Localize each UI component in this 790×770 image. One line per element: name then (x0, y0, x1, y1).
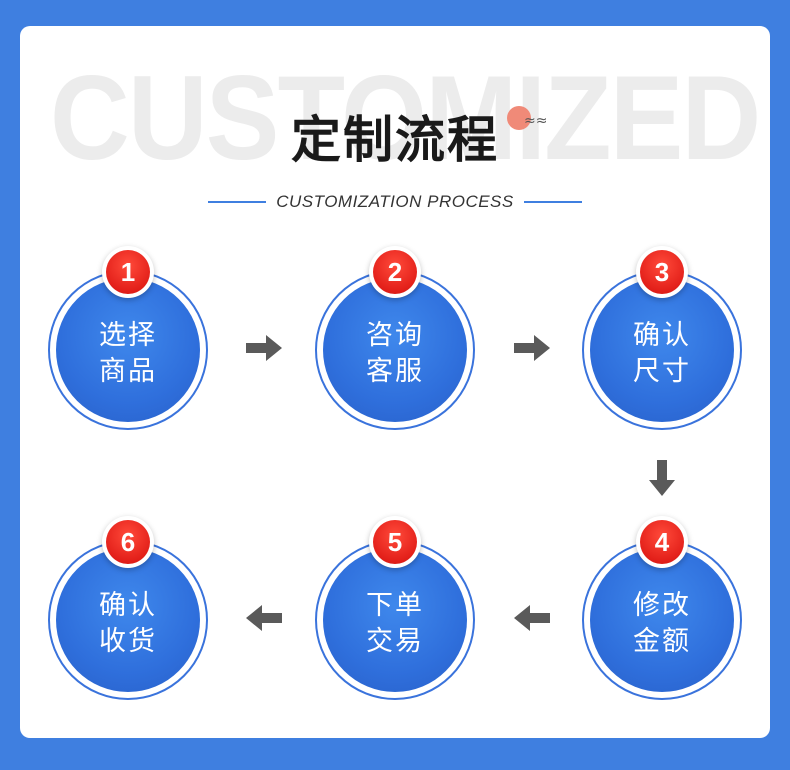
decorative-dot (507, 106, 531, 130)
step-5: 下单 交易 5 (315, 516, 475, 700)
step-3: 确认 尺寸 3 (582, 246, 742, 430)
step-number-badge: 4 (636, 516, 688, 568)
wave-icon: ≈≈ (524, 113, 548, 129)
watermark-text: CUSTOMIZED (50, 51, 761, 185)
step-number-badge: 5 (369, 516, 421, 568)
arrow-right-icon (512, 328, 552, 368)
step-circle: 确认 尺寸 (582, 270, 742, 430)
step-4: 修改 金额 4 (582, 516, 742, 700)
page-title: 定制流程 (291, 110, 499, 169)
step-circle: 确认 收货 (48, 540, 208, 700)
step-label-line2: 金额 (633, 626, 691, 657)
subtitle-divider-right (523, 201, 582, 203)
step-number-badge: 2 (369, 246, 421, 298)
arrow-down-icon (642, 458, 682, 498)
step-label-line2: 商品 (99, 356, 157, 387)
step-label-line2: 收货 (99, 626, 157, 657)
subtitle-divider-left (208, 201, 267, 203)
process-card: CUSTOMIZED 定制流程 ≈≈ CUSTOMIZATION PROCESS… (20, 26, 770, 738)
step-2: 咨询 客服 2 (315, 246, 475, 430)
step-label-line1: 确认 (99, 590, 157, 621)
step-number-badge: 1 (102, 246, 154, 298)
step-circle: 咨询 客服 (315, 270, 475, 430)
step-label-line1: 咨询 (366, 320, 424, 351)
step-6: 确认 收货 6 (48, 516, 208, 700)
step-label-line2: 尺寸 (633, 356, 691, 387)
arrow-left-icon (244, 598, 284, 638)
step-label-line2: 交易 (366, 626, 424, 657)
step-label-line1: 确认 (633, 320, 691, 351)
step-number-badge: 6 (102, 516, 154, 568)
arrow-left-icon (512, 598, 552, 638)
step-label-line1: 修改 (633, 590, 691, 621)
subtitle-row: CUSTOMIZATION PROCESS (20, 192, 770, 212)
step-circle: 选择 商品 (48, 270, 208, 430)
step-1: 选择 商品 1 (48, 246, 208, 430)
page-subtitle: CUSTOMIZATION PROCESS (276, 192, 514, 211)
step-label-line1: 选择 (99, 320, 157, 351)
step-label-line2: 客服 (366, 356, 424, 387)
arrow-right-icon (244, 328, 284, 368)
step-number-badge: 3 (636, 246, 688, 298)
step-label-line1: 下单 (366, 590, 424, 621)
